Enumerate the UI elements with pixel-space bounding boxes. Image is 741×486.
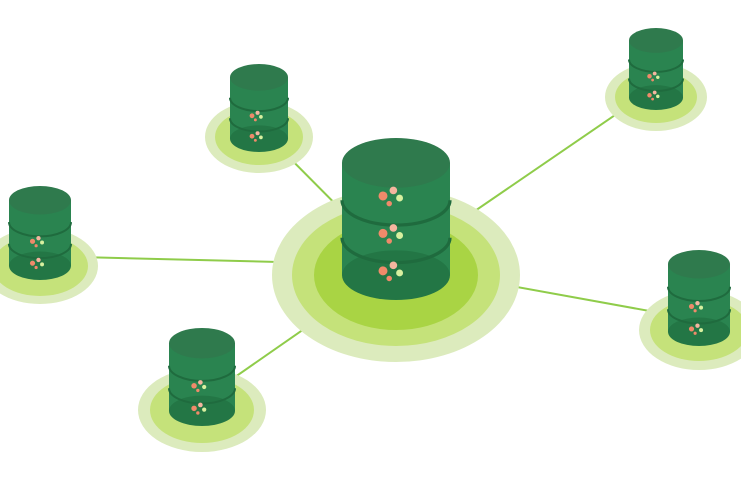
nodes (0, 27, 741, 452)
database-icon (168, 328, 236, 426)
cylinder-band (340, 200, 452, 227)
cylinder-band (229, 97, 289, 113)
status-dots (378, 186, 404, 207)
cylinder-band (667, 309, 731, 325)
cylinder-top (230, 63, 288, 91)
node-right[interactable] (639, 250, 741, 370)
cylinder-band (8, 221, 72, 238)
cylinder-band (340, 237, 452, 265)
cylinder-top (629, 27, 683, 53)
node-left[interactable] (0, 186, 98, 304)
central-database[interactable] (272, 138, 520, 362)
cylinder-bottom (668, 317, 730, 346)
status-dots (249, 110, 263, 122)
status-dots (688, 323, 704, 335)
status-dots (647, 90, 660, 101)
cylinder-bottom (9, 251, 71, 280)
node-bottom-left[interactable] (138, 328, 266, 452)
cylinder-band (229, 118, 289, 133)
status-dots (191, 380, 207, 393)
database-icon (628, 27, 684, 110)
cylinder-top (169, 328, 235, 359)
cylinder-band (667, 286, 731, 302)
status-dots (688, 301, 704, 313)
cylinder-bottom (342, 250, 450, 300)
node-top-right[interactable] (605, 27, 707, 131)
cylinder-top (342, 138, 450, 188)
cylinder-band (8, 243, 72, 260)
status-dots (29, 235, 45, 248)
cylinder-bottom (169, 395, 235, 426)
status-dots (191, 402, 207, 415)
status-dots (378, 261, 404, 282)
node-top-left[interactable] (205, 63, 313, 173)
database-icon (229, 63, 289, 152)
cylinder-top (668, 250, 730, 279)
database-icon (667, 250, 731, 346)
status-dots (29, 257, 45, 270)
database-icon (340, 138, 452, 300)
cylinder-top (9, 186, 71, 215)
status-dots (378, 224, 404, 244)
cylinder-bottom (230, 125, 288, 152)
cylinder-band (628, 59, 684, 73)
cylinder-bottom (629, 85, 683, 110)
status-dots (647, 71, 660, 82)
database-icon (8, 186, 72, 280)
cylinder-band (628, 78, 684, 92)
status-dots (249, 131, 263, 142)
